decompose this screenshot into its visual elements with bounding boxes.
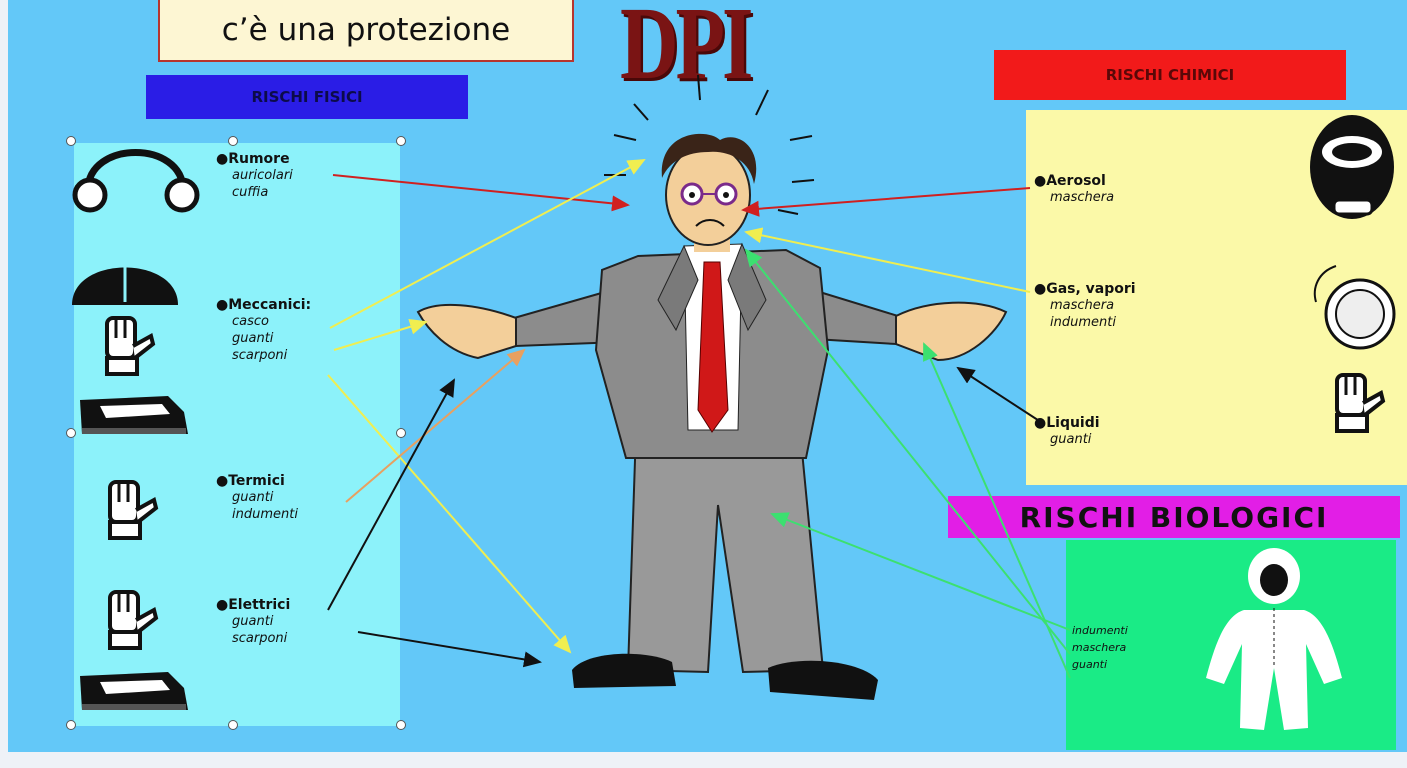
item-head: Termici [216, 472, 298, 490]
item-head: Meccanici: [216, 296, 311, 314]
item-sub: guanti [232, 490, 274, 506]
worried-man-figure [416, 74, 1008, 700]
page-title: DPI [620, 0, 753, 101]
slide-canvas: RISCHI FISICI RISCHI CHIMICI RISCHI BIOL… [8, 0, 1407, 752]
arrow-gas-vapori [744, 227, 1031, 293]
item-sub: maschera [1050, 298, 1115, 314]
arrow-liquidi [956, 366, 1045, 425]
item-gas-vapori: Gas, vapori maschera indumenti [1034, 280, 1135, 332]
item-head: Rumore [216, 150, 293, 168]
rischi-biologici-header: RISCHI BIOLOGICI [948, 496, 1400, 538]
item-head: Aerosol [1034, 172, 1114, 190]
item-sub: auricolari [232, 168, 293, 184]
callout-box[interactable]: c’è una protezione [158, 0, 574, 62]
bio-item: indumenti [1072, 624, 1128, 637]
bio-items: indumenti maschera guanti [1072, 622, 1128, 673]
selection-handle[interactable] [228, 720, 238, 730]
selection-handle[interactable] [66, 136, 76, 146]
selection-handle[interactable] [396, 136, 406, 146]
arrow-elettrici-guanti [327, 378, 455, 611]
glove-icon [1335, 373, 1386, 433]
item-rumore: Rumore auricolari cuffia [216, 150, 293, 202]
arrow-bio-maschera [744, 248, 1071, 655]
illustration-layer [72, 74, 1396, 730]
item-elettrici: Elettrici guanti scarponi [216, 596, 290, 648]
helmet-icon [72, 262, 178, 305]
rischi-chimici-header: RISCHI CHIMICI [994, 50, 1346, 100]
boot-icon [80, 396, 188, 434]
item-sub: casco [232, 314, 269, 330]
item-head: Liquidi [1034, 414, 1099, 432]
item-sub: guanti [1050, 432, 1092, 448]
item-sub: guanti [232, 331, 274, 347]
item-meccanici: Meccanici: casco guanti scarponi [216, 296, 311, 365]
arrow-guanti-meccanici [333, 319, 428, 351]
item-termici: Termici guanti indumenti [216, 472, 298, 524]
item-head: Elettrici [216, 596, 290, 614]
item-sub: indumenti [1050, 315, 1116, 331]
gas-mask-icon [1310, 115, 1394, 219]
arrow-elettrici-scarponi [357, 631, 542, 668]
item-sub: scarponi [232, 631, 288, 647]
glove-icon [105, 316, 156, 376]
item-sub: scarponi [232, 347, 288, 363]
bio-item: maschera [1072, 641, 1127, 655]
item-sub: cuffia [232, 185, 269, 201]
glove-icon [108, 590, 159, 650]
arrow-bio-indumenti [770, 512, 1071, 631]
boot-icon [80, 672, 188, 710]
arrow-bio-guanti [923, 342, 1071, 679]
bio-item: guanti [1072, 658, 1108, 672]
item-sub: indumenti [232, 507, 298, 523]
selection-handle[interactable] [228, 136, 238, 146]
item-aerosol: Aerosol maschera [1034, 172, 1114, 207]
breathing-mask-icon [1313, 265, 1396, 350]
item-sub: guanti [232, 614, 274, 630]
item-head: Gas, vapori [1034, 280, 1135, 298]
arrow-rumore [332, 174, 630, 212]
arrow-termici [345, 348, 526, 503]
selection-handle[interactable] [66, 720, 76, 730]
arrow-aerosol [741, 187, 1031, 217]
headphones-icon [72, 149, 200, 213]
item-liquidi: Liquidi guanti [1034, 414, 1099, 449]
item-sub: maschera [1050, 190, 1115, 206]
glove-icon [108, 480, 159, 540]
selection-handle[interactable] [396, 428, 406, 438]
arrow-casco [329, 159, 646, 329]
arrow-scarponi [327, 374, 572, 654]
selection-handle[interactable] [396, 720, 406, 730]
protective-suit-icon [1206, 548, 1342, 730]
rischi-fisici-header: RISCHI FISICI [146, 75, 468, 119]
selection-handle[interactable] [66, 428, 76, 438]
